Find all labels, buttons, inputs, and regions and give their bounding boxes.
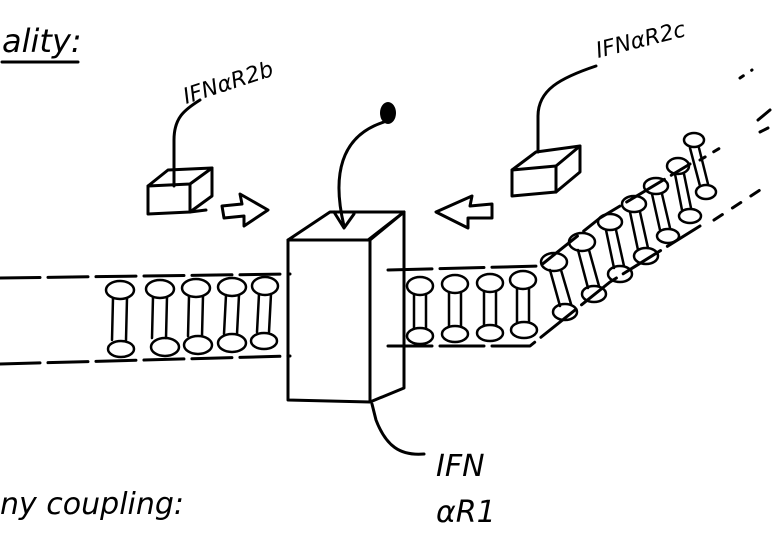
- label-ifnar2b: IFNαR2b: [180, 57, 277, 110]
- ligand-dot-icon: [334, 102, 396, 228]
- label-2b-leader: [174, 100, 200, 186]
- ifnar2b-receptor-box: [148, 168, 212, 214]
- bottom-fragment: ny coupling:: [0, 487, 184, 522]
- arrow-right-icon: [222, 194, 268, 226]
- header-fragment: ality:: [2, 22, 82, 60]
- label-ifn-leader: [372, 404, 424, 454]
- right-lipids: [407, 133, 716, 344]
- arrow-left-icon: [436, 196, 492, 228]
- label-ifnar2c: IFNαR2c: [593, 17, 688, 63]
- label-2c-leader: [538, 66, 596, 152]
- left-lipids: [106, 277, 278, 357]
- edge-mark: [758, 110, 770, 132]
- label-ar1: αR1: [436, 495, 496, 530]
- left-membrane: [0, 274, 290, 364]
- ifnar1-receptor-box: [288, 212, 404, 402]
- ifnar2c-receptor-box: [512, 146, 580, 196]
- label-ifn: IFN: [436, 449, 485, 484]
